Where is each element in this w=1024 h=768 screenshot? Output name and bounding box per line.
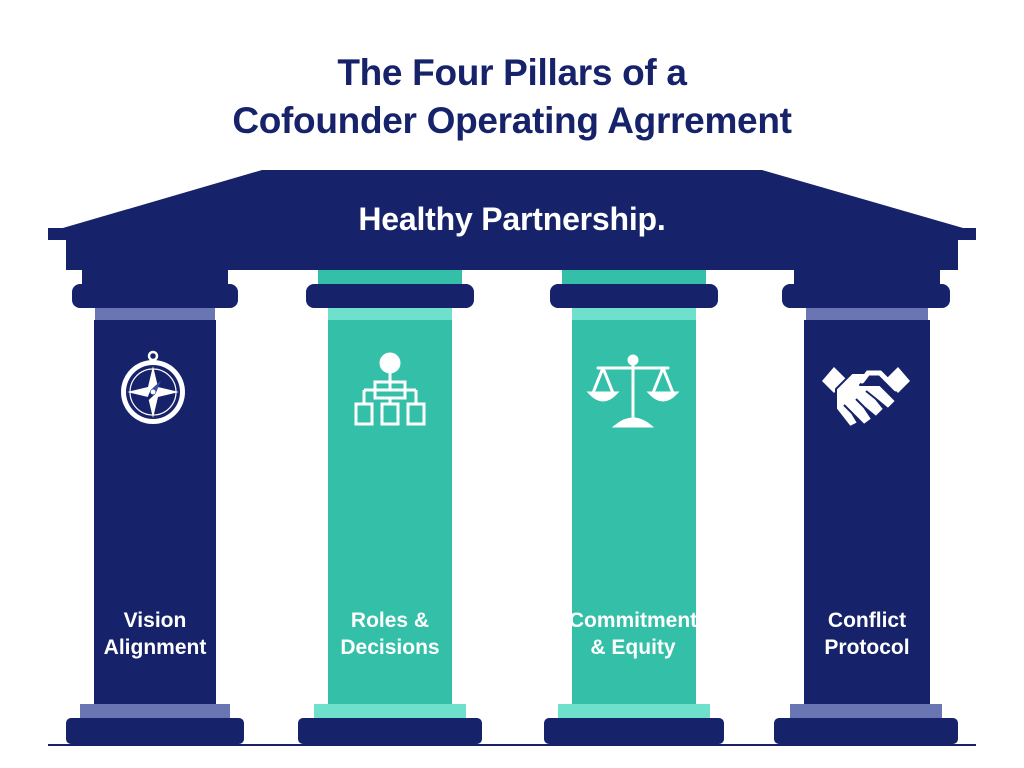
pillar-label-vision-alignment: Vision Alignment bbox=[70, 607, 240, 661]
title-line-2: Cofounder Operating Agrrement bbox=[232, 100, 792, 141]
pillar-label-line: Decisions bbox=[340, 636, 440, 659]
title-line-1: The Four Pillars of a bbox=[337, 52, 687, 93]
pillar-label-line: Commitment bbox=[568, 609, 698, 632]
pillar-label-line: Alignment bbox=[103, 636, 207, 659]
handshake-icon bbox=[822, 367, 910, 428]
pillar-label-commitment-equity: Commitment & Equity bbox=[548, 607, 718, 661]
pillar-label-line: Vision bbox=[123, 609, 187, 632]
pillar-label-roles-decisions: Roles & Decisions bbox=[305, 607, 475, 661]
pillar-conflict-protocol bbox=[774, 270, 958, 744]
pillar-commitment-equity bbox=[544, 270, 724, 744]
compass-icon bbox=[121, 350, 185, 424]
pillar-label-line: Roles & bbox=[350, 609, 430, 632]
pillar-label-line: Protocol bbox=[824, 636, 910, 659]
pillar-label-line: Conflict bbox=[827, 609, 907, 632]
pillar-label-conflict-protocol: Conflict Protocol bbox=[782, 607, 952, 661]
roof bbox=[48, 170, 976, 270]
pillar-label-line: & Equity bbox=[590, 636, 676, 659]
pillar-vision-alignment bbox=[66, 270, 244, 744]
org-chart-icon bbox=[354, 352, 426, 426]
scales-icon bbox=[586, 354, 680, 428]
roof-label: Healthy Partnership. bbox=[358, 201, 666, 237]
pillar-roles-decisions bbox=[298, 270, 482, 744]
